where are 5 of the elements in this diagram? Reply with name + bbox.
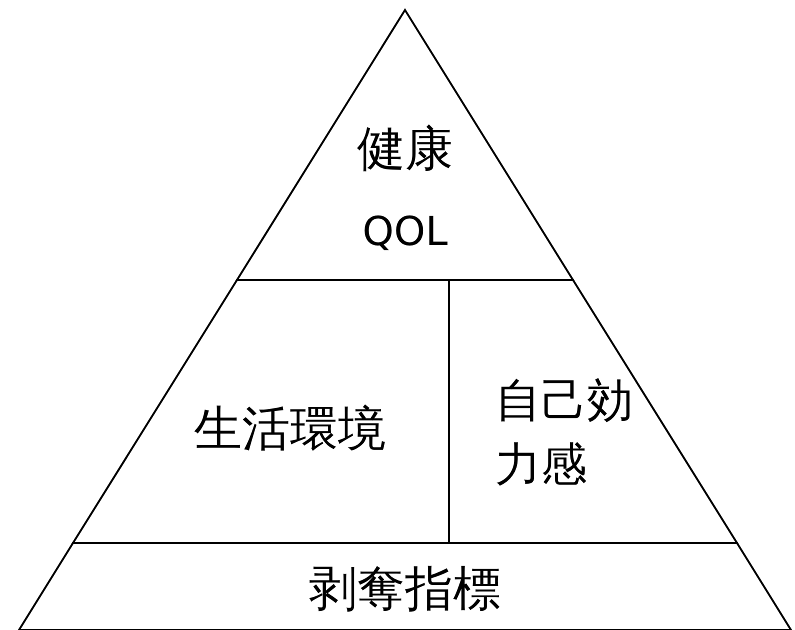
section-label: 自己効力感	[495, 372, 634, 493]
section-label: 健康	[357, 120, 453, 180]
section-label: QOL	[362, 208, 448, 257]
section-label: 生活環境	[194, 400, 386, 460]
section-label: 剥奪指標	[309, 560, 501, 620]
